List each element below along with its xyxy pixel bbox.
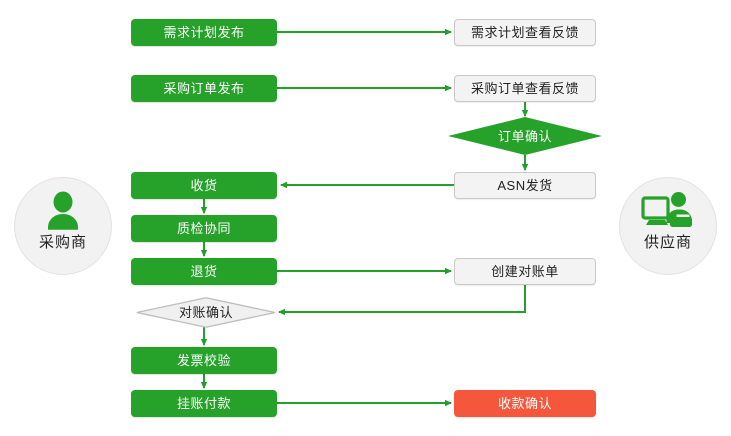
node-asn-shipment[interactable]: ASN发货 <box>454 172 596 199</box>
edge-n10-n11 <box>278 284 526 316</box>
node-label: 需求计划查看反馈 <box>470 25 579 40</box>
node-label: 挂账付款 <box>176 396 231 411</box>
node-order-confirm[interactable]: 订单确认 <box>448 117 602 155</box>
person-icon <box>36 190 90 234</box>
node-invoice-verification[interactable]: 发票校验 <box>131 347 277 374</box>
node-label: 退货 <box>190 264 218 279</box>
node-purchase-order-publish[interactable]: 采购订单发布 <box>131 75 277 102</box>
node-label: 订单确认 <box>497 128 552 144</box>
actor-supplier-label: 供应商 <box>643 234 692 251</box>
node-accrual-payment[interactable]: 挂账付款 <box>131 390 277 417</box>
node-label: 收款确认 <box>497 396 552 411</box>
actor-supplier: 供应商 <box>619 177 717 275</box>
node-demand-plan-publish[interactable]: 需求计划发布 <box>131 19 277 46</box>
node-purchase-order-view-feedback[interactable]: 采购订单查看反馈 <box>454 75 596 102</box>
actor-buyer: 采购商 <box>14 177 112 275</box>
node-create-statement[interactable]: 创建对账单 <box>454 258 596 285</box>
node-receive-goods[interactable]: 收货 <box>131 172 277 199</box>
node-return-goods[interactable]: 退货 <box>131 258 277 285</box>
node-demand-plan-view-feedback[interactable]: 需求计划查看反馈 <box>454 19 596 46</box>
node-label: 需求计划发布 <box>163 25 245 40</box>
node-label: 采购订单查看反馈 <box>470 81 579 96</box>
actor-buyer-label: 采购商 <box>38 234 87 251</box>
node-label: 发票校验 <box>176 353 231 368</box>
node-label: 对账确认 <box>178 305 233 320</box>
node-label: 采购订单发布 <box>163 81 245 96</box>
node-label: ASN发货 <box>497 178 553 193</box>
node-reconciliation-confirm[interactable]: 对账确认 <box>136 297 276 328</box>
node-label: 质检协同 <box>176 221 231 236</box>
person-computer-icon <box>641 190 695 234</box>
node-label: 创建对账单 <box>491 264 559 279</box>
node-quality-inspection-collaboration[interactable]: 质检协同 <box>131 215 277 242</box>
node-payment-receipt-confirm[interactable]: 收款确认 <box>454 390 596 417</box>
node-label: 收货 <box>190 178 218 193</box>
